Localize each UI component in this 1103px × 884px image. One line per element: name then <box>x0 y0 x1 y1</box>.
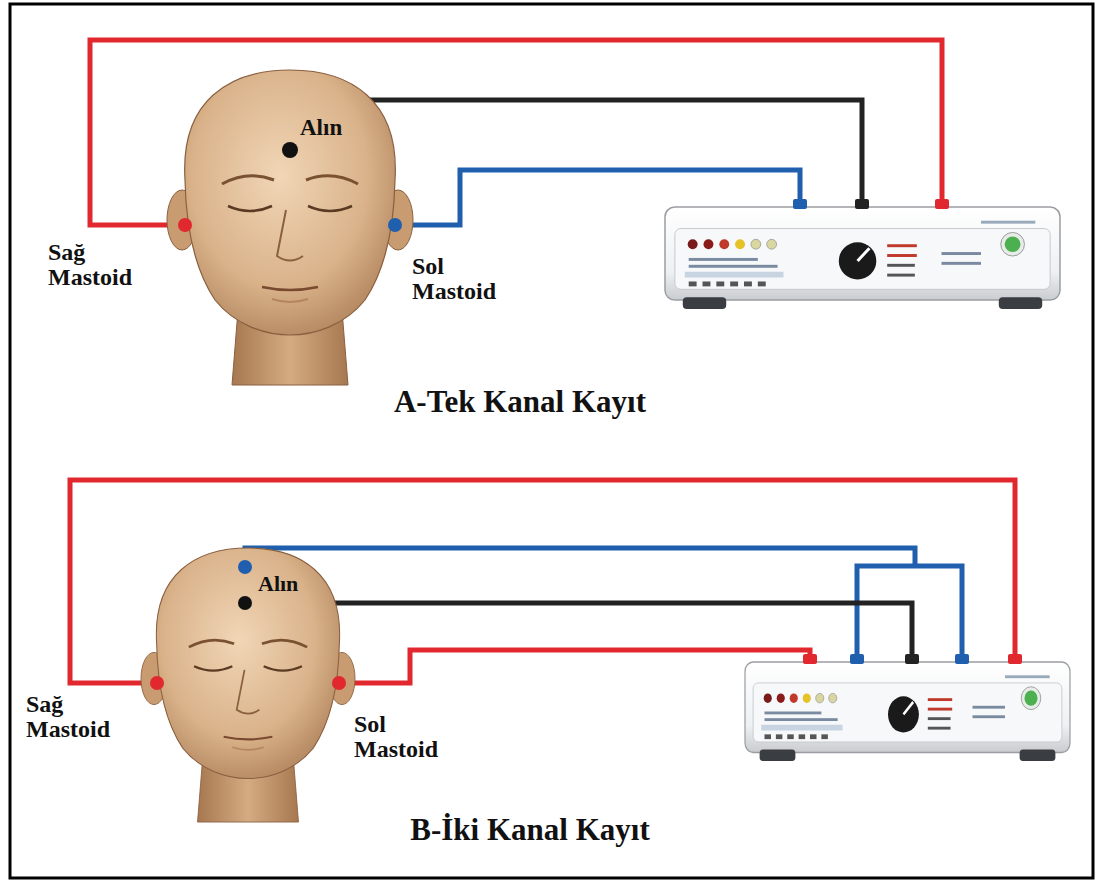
port <box>855 199 869 209</box>
electrode <box>238 596 252 610</box>
electrode-label: Alın <box>300 116 390 140</box>
electrode-label: Sağ Mastoid <box>48 240 166 290</box>
head-figure <box>141 548 355 822</box>
black-wire <box>245 603 912 658</box>
electrode <box>282 142 298 158</box>
electrode-label: Sağ Mastoid <box>26 692 144 742</box>
port <box>1008 654 1022 664</box>
electrode-label: Sol Mastoid <box>354 712 472 762</box>
blue-wire <box>245 548 915 567</box>
port <box>850 654 864 664</box>
panel-caption: A-Tek Kanal Kayıt <box>250 386 790 419</box>
electrode-label: Sol Mastoid <box>412 254 530 304</box>
port <box>905 654 919 664</box>
port <box>803 654 817 664</box>
electrodes <box>150 142 402 690</box>
panel-caption: B-İki Kanal Kayıt <box>260 814 800 847</box>
head-figure <box>167 70 413 385</box>
electrode <box>150 676 164 690</box>
amplifier-device <box>665 207 1060 309</box>
red-wire <box>339 650 810 683</box>
outer-frame <box>10 4 1093 878</box>
amplifier-device <box>745 662 1070 761</box>
device-ports <box>793 199 1022 664</box>
electrode <box>238 560 252 574</box>
electrode <box>332 676 346 690</box>
port <box>935 199 949 209</box>
electrode <box>388 218 402 232</box>
port <box>793 199 807 209</box>
electrode-label: Alın <box>258 572 348 595</box>
electrode <box>178 218 192 232</box>
port <box>955 654 969 664</box>
